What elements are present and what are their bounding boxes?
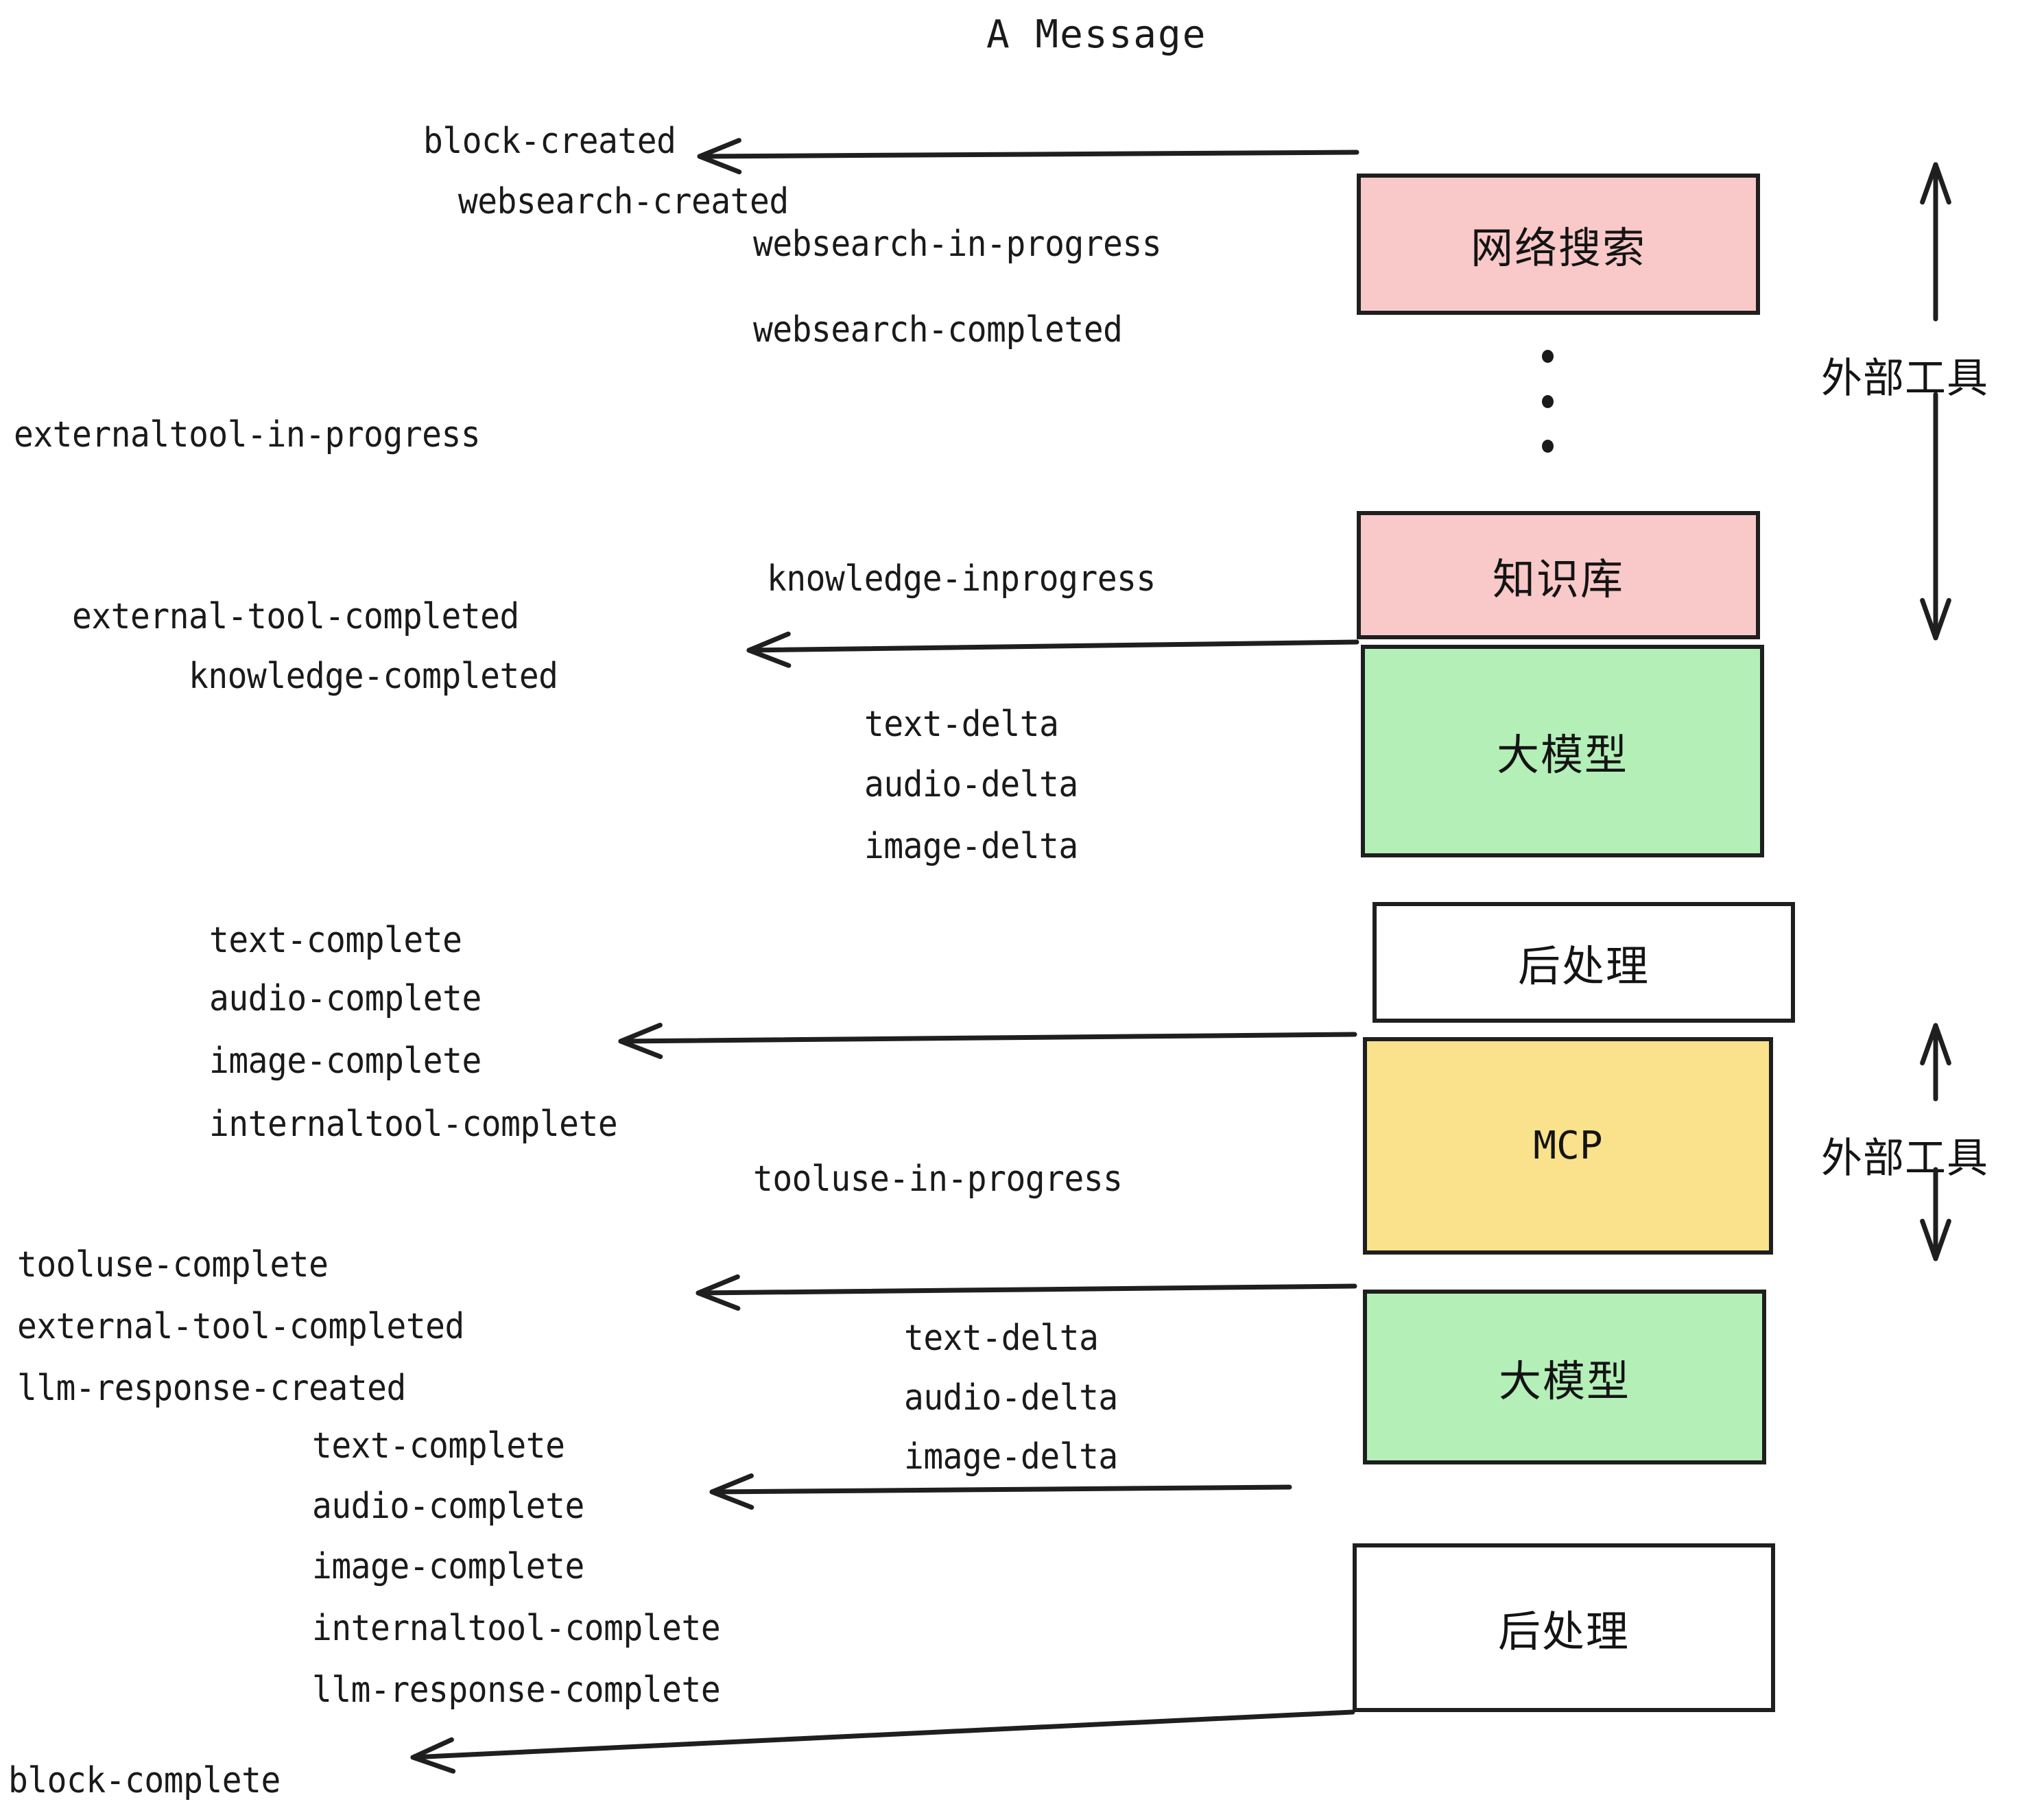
event-label-tooluse-in-progress: tooluse-in-progress (753, 1159, 1123, 1200)
ellipsis-dot (1542, 394, 1554, 408)
event-label-image-delta-2: image-delta (904, 1436, 1118, 1477)
arrow-block-created (697, 138, 1359, 175)
event-label-image-complete-1: image-complete (209, 1041, 482, 1082)
event-label-text-complete-2: text-complete (312, 1425, 565, 1467)
box-llm-1: 大模型 (1361, 645, 1764, 857)
event-label-text-delta-2: text-delta (904, 1318, 1099, 1359)
box-label-postprocess-2: 后处理 (1497, 1606, 1630, 1657)
event-label-block-complete: block-complete (8, 1760, 281, 1801)
arrow-block-complete (410, 1709, 1355, 1774)
event-label-audio-delta-2: audio-delta (904, 1377, 1118, 1419)
box-llm-2: 大模型 (1363, 1290, 1766, 1464)
event-label-audio-complete-2: audio-complete (312, 1486, 584, 1527)
box-label-llm-1: 大模型 (1496, 730, 1628, 780)
event-label-external-tool-completed-1: external-tool-completed (72, 596, 519, 637)
external-tool-up-bottom (1920, 1023, 1951, 1102)
event-label-text-delta-1: text-delta (864, 704, 1059, 745)
event-label-external-tool-completed-2: external-tool-completed (17, 1306, 464, 1347)
box-label-postprocess-1: 后处理 (1517, 941, 1650, 991)
box-websearch: 网络搜索 (1357, 174, 1760, 315)
ellipsis-dot (1542, 350, 1554, 363)
event-label-text-complete-1: text-complete (209, 920, 462, 961)
event-label-audio-complete-1: audio-complete (209, 978, 482, 1019)
box-label-mcp: MCP (1533, 1124, 1603, 1168)
event-label-audio-delta-1: audio-delta (864, 764, 1078, 805)
event-label-internaltool-complete-2: internaltool-complete (312, 1608, 721, 1649)
event-label-llm-response-complete: llm-response-complete (312, 1670, 721, 1711)
event-label-externaltool-in-progress: externaltool-in-progress (14, 414, 481, 455)
event-label-websearch-in-progress: websearch-in-progress (753, 224, 1162, 265)
page-title: A Message (986, 12, 1207, 57)
arrow-knowledge (746, 631, 1359, 668)
box-label-websearch: 网络搜索 (1470, 223, 1646, 273)
event-label-websearch-created: websearch-created (458, 181, 789, 222)
event-label-knowledge-inprogress: knowledge-inprogress (767, 558, 1156, 600)
event-label-image-delta-1: image-delta (864, 826, 1078, 867)
box-postprocess-2: 后处理 (1353, 1543, 1775, 1712)
arrow-tooluse-complete (696, 1274, 1357, 1311)
external-tool-down-top (1920, 392, 1951, 641)
event-label-knowledge-completed: knowledge-completed (189, 656, 558, 697)
event-label-tooluse-complete: tooluse-complete (17, 1244, 329, 1285)
side-label-external-tool-top: 外部工具 (1821, 355, 1988, 403)
ellipsis-dot (1542, 440, 1554, 453)
box-mcp: MCP (1363, 1037, 1773, 1255)
box-knowledge: 知识库 (1357, 511, 1760, 639)
vertical-ellipsis (1542, 350, 1554, 453)
external-tool-up-top (1920, 162, 1951, 322)
event-label-image-complete-2: image-complete (312, 1546, 584, 1587)
side-label-external-tool-bottom: 外部工具 (1821, 1135, 1988, 1183)
arrow-image-complete (618, 1022, 1357, 1059)
event-label-internaltool-complete-1: internaltool-complete (209, 1104, 618, 1145)
event-label-websearch-completed: websearch-completed (753, 309, 1123, 351)
box-label-llm-2: 大模型 (1498, 1355, 1630, 1406)
box-postprocess-1: 后处理 (1372, 902, 1795, 1023)
event-label-llm-response-created: llm-response-created (17, 1368, 406, 1409)
arrow-audio-complete (709, 1473, 1292, 1510)
box-label-knowledge: 知识库 (1492, 554, 1624, 604)
event-label-block-created: block-created (423, 121, 676, 162)
